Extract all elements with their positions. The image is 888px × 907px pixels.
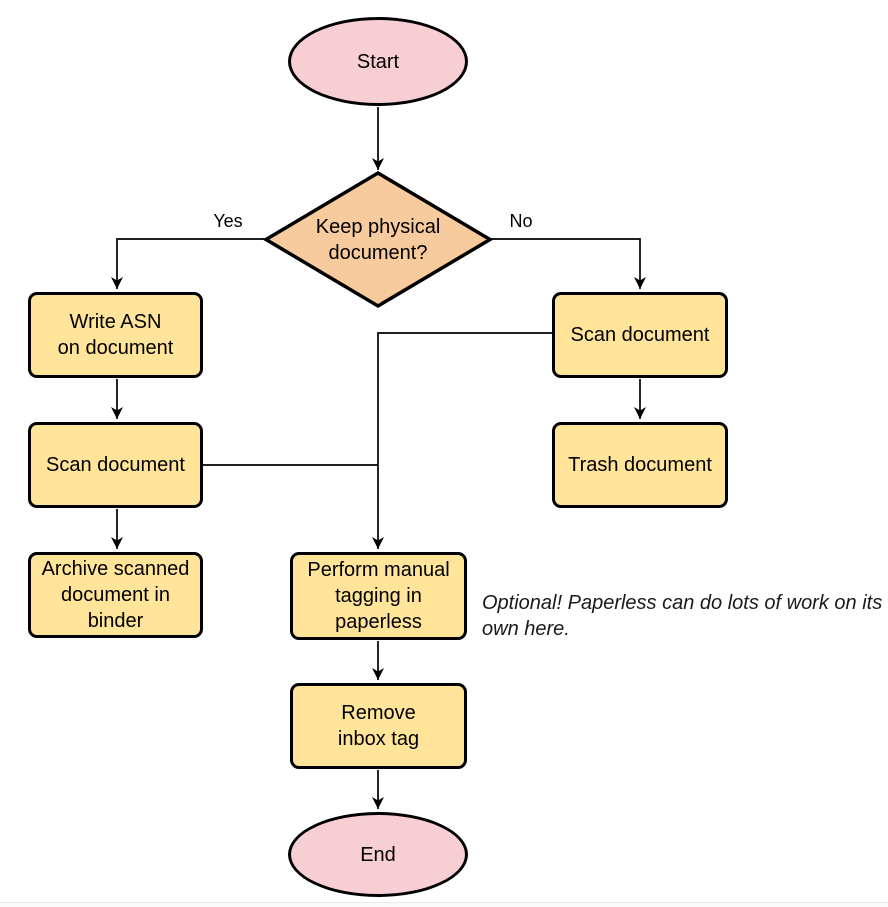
node-trash-label: Trash document <box>568 454 712 476</box>
node-remove-inbox-label: Remove inbox tag <box>337 702 420 750</box>
node-archive-label: Archive scanned document in binder <box>41 558 190 632</box>
edge-scan-right-to-tagging <box>372 332 552 549</box>
page-bottom-edge <box>0 902 888 907</box>
edge-decision-yes-to-write-asn <box>111 238 266 289</box>
decision-diamond-shape <box>262 170 494 309</box>
node-scan-document-left: Scan document <box>28 422 203 508</box>
node-trash-document: Trash document <box>552 422 728 508</box>
node-scan-document-right: Scan document <box>552 292 728 378</box>
node-decision-label: Keep physical document? <box>315 216 441 264</box>
node-end-label: End <box>360 843 396 866</box>
node-archive-scanned-document: Archive scanned document in binder <box>28 552 203 638</box>
edge-label-yes: Yes <box>213 211 243 231</box>
node-tagging-label: Perform manual tagging in paperless <box>307 559 450 633</box>
node-write-asn-on-document: Write ASN on document <box>28 292 203 378</box>
node-scan-left-label: Scan document <box>46 454 185 476</box>
node-remove-inbox-tag: Remove inbox tag <box>290 683 467 769</box>
node-start-label: Start <box>356 50 400 73</box>
annotation-optional-note: Optional! Paperless can do lots of work … <box>482 592 883 640</box>
edge-label-no: No <box>509 211 533 231</box>
node-perform-manual-tagging: Perform manual tagging in paperless <box>290 552 467 640</box>
node-end: End <box>288 812 468 897</box>
node-start: Start <box>288 17 468 106</box>
node-write-asn-label: Write ASN on document <box>57 311 174 359</box>
node-scan-right-label: Scan document <box>570 324 710 346</box>
edge-decision-no-to-scan-right <box>490 238 646 289</box>
